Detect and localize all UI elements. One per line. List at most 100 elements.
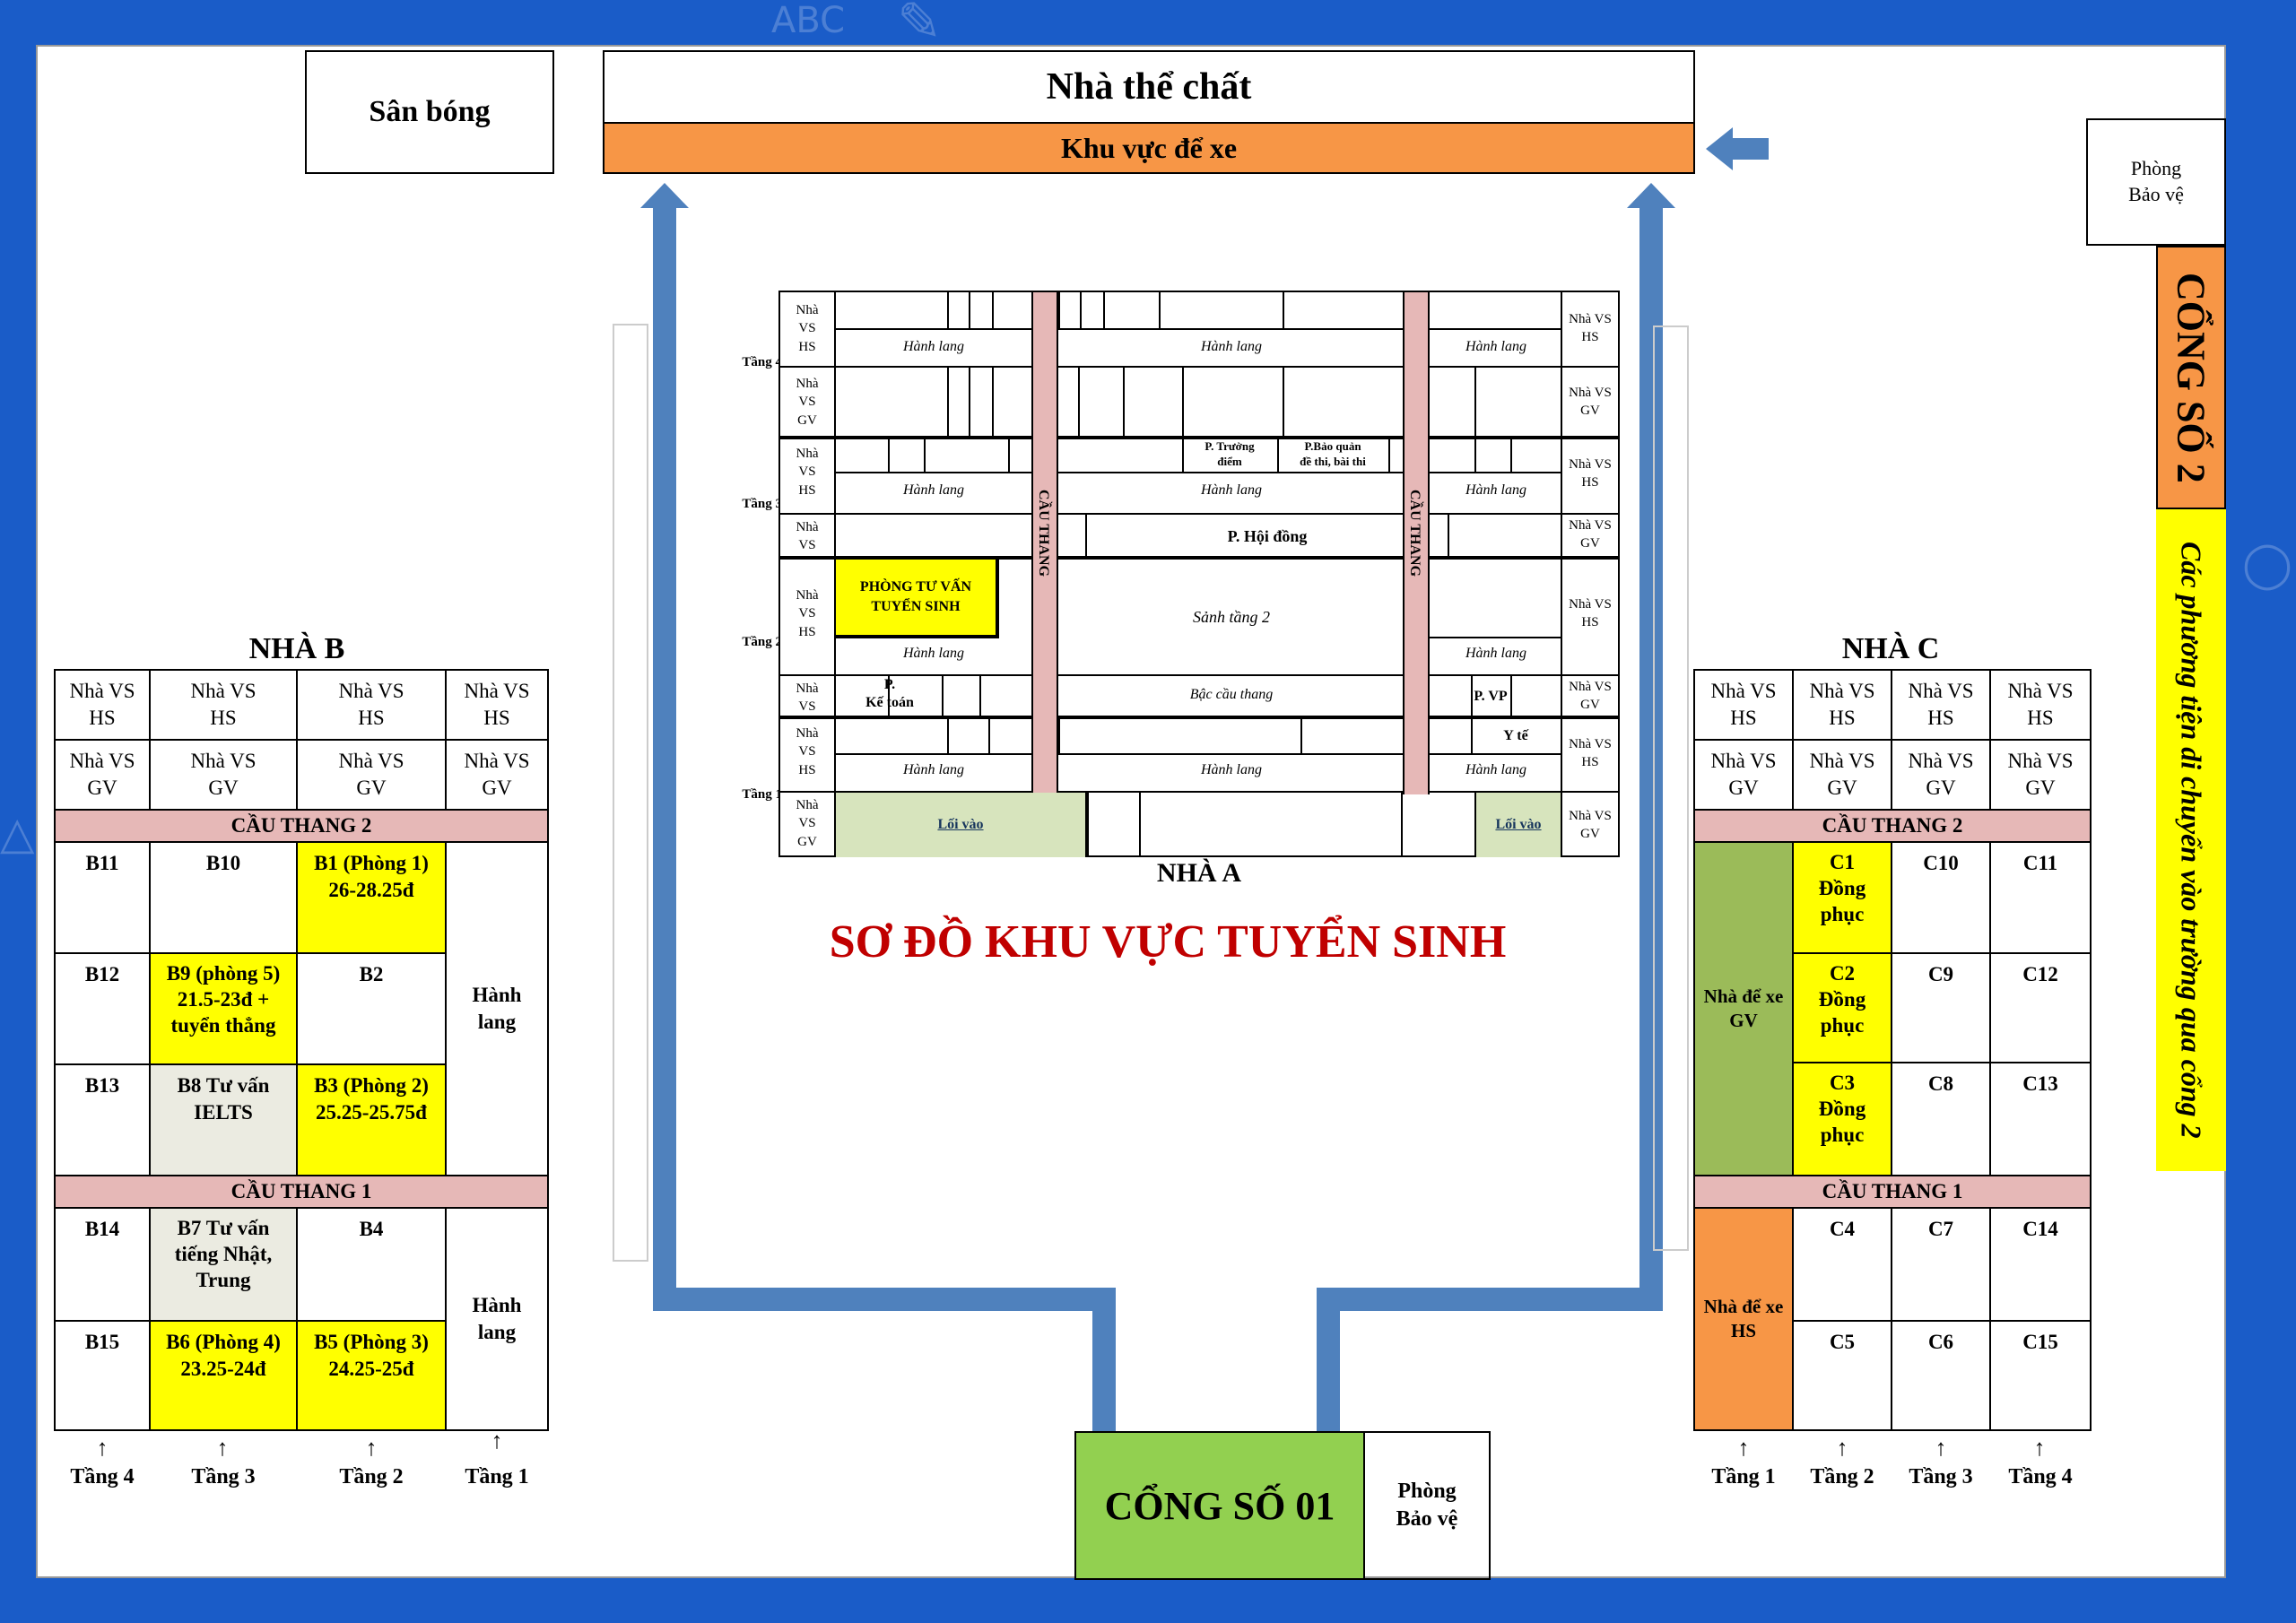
corridor: Hành lang: [1201, 339, 1262, 354]
room-medical: Y tế: [1503, 728, 1528, 743]
room-b1[interactable]: B1 (Phòng 1) 26-28.25đ: [296, 841, 447, 954]
room-c15: C15: [1989, 1320, 2092, 1431]
stair-2: CẦU THANG 2: [54, 809, 549, 843]
wc-hs: Nhà VS HS: [1891, 669, 1991, 741]
gate-1: CỔNG SỐ 01: [1074, 1431, 1365, 1580]
floor-label: Tầng 4: [2008, 1465, 2073, 1488]
stadium: Sân bóng: [305, 50, 554, 174]
wc-vs: Nhà VS: [796, 681, 819, 715]
room-b13: B13: [54, 1063, 151, 1176]
floor-label: Tầng 1: [1711, 1465, 1776, 1488]
wc-gv: Nhà VS GV: [1569, 680, 1612, 713]
house-b: Nhà VS HS Nhà VS HS Nhà VS HS Nhà VS HS …: [54, 669, 549, 1431]
room-c5: C5: [1792, 1320, 1892, 1431]
wc-gv: Nhà VS GV: [1569, 518, 1612, 551]
floor-label: Tầng 1: [465, 1465, 529, 1488]
wc-hs: Nhà VS HS: [54, 669, 151, 741]
wc-hs: Nhà VS HS: [1989, 669, 2092, 741]
wc-hs: Nhà VS HS: [1569, 312, 1612, 345]
guard-room-bottom: Phòng Bảo vệ: [1363, 1431, 1491, 1580]
house-c-floor-labels: ↑ ↑ ↑ ↑ Tầng 1 Tầng 2 Tầng 3 Tầng 4: [1693, 1435, 2092, 1497]
corridor: Hành lang: [903, 482, 964, 498]
stair-2: CẦU THANG 2: [1693, 809, 2092, 843]
wc-hs: Nhà VS HS: [1569, 457, 1612, 490]
wc-gv: Nhà VS GV: [796, 377, 819, 428]
main-title: SƠ ĐỒ KHU VỰC TUYỂN SINH: [829, 916, 1507, 968]
room-admission-consulting[interactable]: PHÒNG TƯ VẤN TUYỂN SINH: [836, 560, 997, 637]
floor-label: Tầng 4: [742, 355, 782, 369]
wc-gv: Nhà VS GV: [149, 739, 298, 811]
wc-hs: Nhà VS HS: [796, 303, 819, 354]
room-c1[interactable]: C1 Đồng phục: [1792, 841, 1892, 954]
wc-gv: Nhà VS GV: [445, 739, 549, 811]
room-b9[interactable]: B9 (phòng 5) 21.5-23đ + tuyển thẳng: [149, 952, 298, 1065]
corridor: Hành lang: [1465, 482, 1526, 498]
room-c8: C8: [1891, 1062, 1991, 1176]
floor-label: Tầng 3: [191, 1465, 256, 1488]
corridor: Hành lang: [1201, 482, 1262, 498]
room-c14: C14: [1989, 1207, 2092, 1322]
up-arrow-icon: ↑: [2033, 1435, 2046, 1461]
wc-hs: Nhà VS HS: [1693, 669, 1794, 741]
house-c: Nhà VS HS Nhà VS HS Nhà VS HS Nhà VS HS …: [1693, 669, 2092, 1431]
wc-hs: Nhà VS HS: [796, 447, 819, 498]
up-arrow-icon: ↑: [1737, 1435, 1750, 1461]
room-b14: B14: [54, 1207, 151, 1322]
room-c2[interactable]: C2 Đồng phục: [1792, 952, 1892, 1063]
wc-gv: Nhà VS GV: [54, 739, 151, 811]
gate-2: CỔNG SỐ 2: [2156, 246, 2226, 509]
room-b10: B10: [149, 841, 298, 954]
corridor: Hành lang: [1465, 762, 1526, 777]
entrance-label: Lối vào: [937, 817, 984, 832]
room-office: P. VP: [1474, 689, 1508, 704]
room-b5[interactable]: B5 (Phòng 3) 24.25-25đ: [296, 1320, 447, 1431]
room-b6[interactable]: B6 (Phòng 4) 23.25-24đ: [149, 1320, 298, 1431]
wc-hs: Nhà VS HS: [296, 669, 447, 741]
up-arrow-icon: ↑: [491, 1428, 503, 1454]
entrance-right[interactable]: Lối vào: [1476, 793, 1561, 857]
floor-label: Tầng 1: [742, 787, 782, 802]
up-arrow-icon: ↑: [96, 1435, 109, 1461]
parking-gv: Nhà để xe GV: [1693, 841, 1794, 1176]
up-arrow-icon: ↑: [216, 1435, 229, 1461]
wc-hs: Nhà VS HS: [149, 669, 298, 741]
room-accounting: P. Kế toán: [865, 677, 914, 710]
room-c3[interactable]: C3 Đồng phục: [1792, 1062, 1892, 1176]
room-c11: C11: [1989, 841, 2092, 954]
room-b3[interactable]: B3 (Phòng 2) 25.25-25.75đ: [296, 1063, 447, 1176]
house-a-frame: CẦU THANG CẦU THANG Nhà VS HS Nhà VS GV …: [778, 291, 1620, 857]
room-b7[interactable]: B7 Tư vấn tiếng Nhật, Trung: [149, 1207, 298, 1322]
stair-left: CẦU THANG: [1031, 292, 1058, 794]
corridor: Hành lang: [1465, 646, 1526, 661]
room-b8[interactable]: B8 Tư vấn IELTS: [149, 1063, 298, 1176]
guard-room-top: Phòng Bảo vệ: [2086, 118, 2226, 246]
room-b11: B11: [54, 841, 151, 954]
room-b12: B12: [54, 952, 151, 1065]
up-arrow-icon: ↑: [1935, 1435, 1947, 1461]
wc-hs: Nhà VS HS: [1792, 669, 1892, 741]
wc-gv: Nhà VS GV: [1792, 739, 1892, 811]
room-b4: B4: [296, 1207, 447, 1322]
wc-hs: Nhà VS HS: [445, 669, 549, 741]
floor-label: Tầng 2: [339, 1465, 404, 1488]
room-c12: C12: [1989, 952, 2092, 1063]
stair-1: CẦU THANG 1: [54, 1175, 549, 1209]
corridor: Hành lang: [903, 762, 964, 777]
room-c4: C4: [1792, 1207, 1892, 1322]
room-c10: C10: [1891, 841, 1991, 954]
corridor: Hành lang: [445, 1207, 549, 1431]
route-arrows: [613, 127, 1769, 1472]
gym: Nhà thể chất: [603, 50, 1695, 124]
wc-gv: Nhà VS GV: [296, 739, 447, 811]
wc-hs: Nhà VS HS: [1569, 737, 1612, 770]
wc-gv: Nhà VS GV: [796, 798, 819, 849]
parking-area-top: Khu vực để xe: [603, 122, 1695, 174]
room-exam-storage: P.Bảo quản đề thi, bài thi: [1300, 439, 1366, 468]
room-c13: C13: [1989, 1062, 2092, 1176]
floor-label: Tầng 3: [1909, 1465, 1973, 1488]
room-council: P. Hội đồng: [1227, 527, 1308, 545]
wc-gv: Nhà VS GV: [1569, 809, 1612, 842]
entrance-left[interactable]: Lối vào: [836, 793, 1087, 857]
wc-hs: Nhà VS HS: [796, 726, 819, 777]
floor-label: Tầng 3: [742, 497, 782, 511]
